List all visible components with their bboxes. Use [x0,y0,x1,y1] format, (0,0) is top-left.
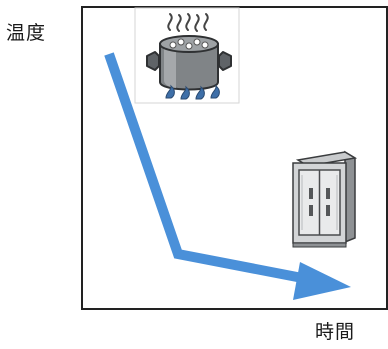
x-axis-label: 時間 [315,321,356,343]
refrigerator-icon [292,150,358,248]
arrowhead [293,262,351,300]
boiling-pot-icon [134,7,240,104]
plot-frame [81,6,388,310]
y-axis-label: 温度 [6,22,47,44]
temperature-arrow [104,52,351,300]
